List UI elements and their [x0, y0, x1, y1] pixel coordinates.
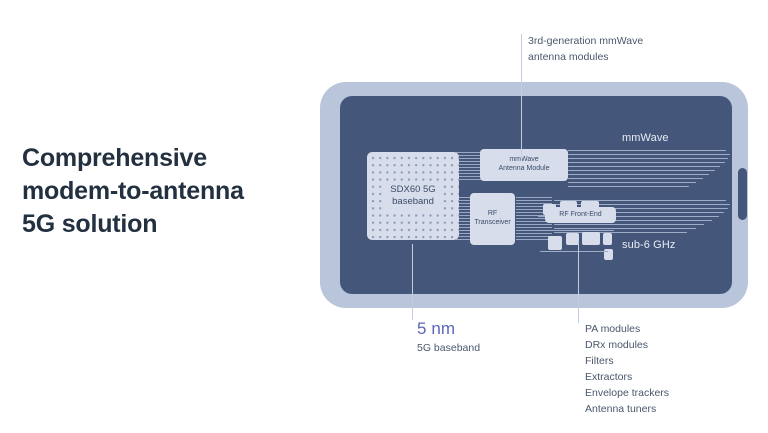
sub6-antenna-array-icon: [554, 200, 730, 238]
list-item: Extractors: [585, 370, 633, 383]
block-baseband-label: SDX60 5G baseband: [386, 181, 440, 211]
leader-line-baseband-callout: [412, 244, 413, 320]
block-mmwave-label-line-1: mmWave: [509, 156, 539, 164]
discrete-component: [582, 232, 600, 245]
block-baseband-label-line-1: SDX60 5G: [390, 184, 436, 196]
block-baseband: SDX60 5G baseband: [367, 152, 459, 240]
block-rf-transceiver-label-line-2: Transceiver: [474, 219, 511, 226]
screen-label-sub6: sub-6 GHz: [622, 239, 676, 251]
callout-process-node-value: 5 nm: [417, 319, 456, 338]
block-rf-transceiver-label: RF Transceiver: [474, 210, 510, 228]
callout-mmwave-modules-line-2: antenna modules: [528, 50, 609, 63]
block-rf-front-end-label: RF Front-End: [559, 210, 602, 218]
list-item: PA modules: [585, 323, 641, 335]
phone-side-button-icon: [738, 168, 747, 220]
list-item: Antenna tuners: [585, 402, 657, 415]
mmwave-antenna-array-icon: [568, 150, 730, 190]
block-rf-front-end: RF Front-End: [545, 207, 616, 223]
list-item: Envelope trackers: [585, 386, 670, 399]
block-mmwave-antenna-module: mmWave Antenna Module: [480, 149, 568, 181]
block-mmwave-label-line-2: Antenna Module: [498, 165, 550, 172]
callout-rf-component-list: PA modules DRx modules Filters Extractor…: [585, 322, 669, 418]
list-item: Filters: [585, 354, 614, 367]
component-link-trace: [540, 251, 608, 254]
page-title-line-1: Comprehensive: [22, 144, 207, 172]
block-rf-transceiver: RF Transceiver: [470, 193, 515, 245]
list-item: DRx modules: [585, 338, 649, 351]
discrete-component: [548, 236, 562, 250]
callout-process-node-subtitle: 5G baseband: [417, 342, 481, 354]
page-title: Comprehensive modem-to-antenna 5G soluti…: [22, 142, 322, 241]
block-mmwave-antenna-module-label: mmWave Antenna Module: [499, 156, 550, 174]
leader-line-top-callout: [521, 34, 522, 160]
discrete-component: [604, 249, 613, 260]
component-link-trace: [536, 230, 614, 233]
block-rf-transceiver-label-line-1: RF: [487, 210, 498, 218]
leader-line-frontend-callout: [578, 241, 579, 323]
page-title-line-3: 5G solution: [22, 210, 158, 238]
trace-bundle-baseband-mmwave: [456, 152, 484, 182]
discrete-component: [603, 233, 612, 245]
discrete-component: [566, 233, 579, 245]
block-baseband-label-line-2: baseband: [392, 196, 434, 207]
page-title-line-2: modem-to-antenna: [22, 177, 244, 205]
callout-mmwave-modules-line-1: 3rd-generation mmWave: [528, 35, 644, 47]
screen-label-mmwave: mmWave: [622, 132, 669, 144]
callout-mmwave-modules: 3rd-generation mmWave antenna modules: [528, 34, 748, 65]
